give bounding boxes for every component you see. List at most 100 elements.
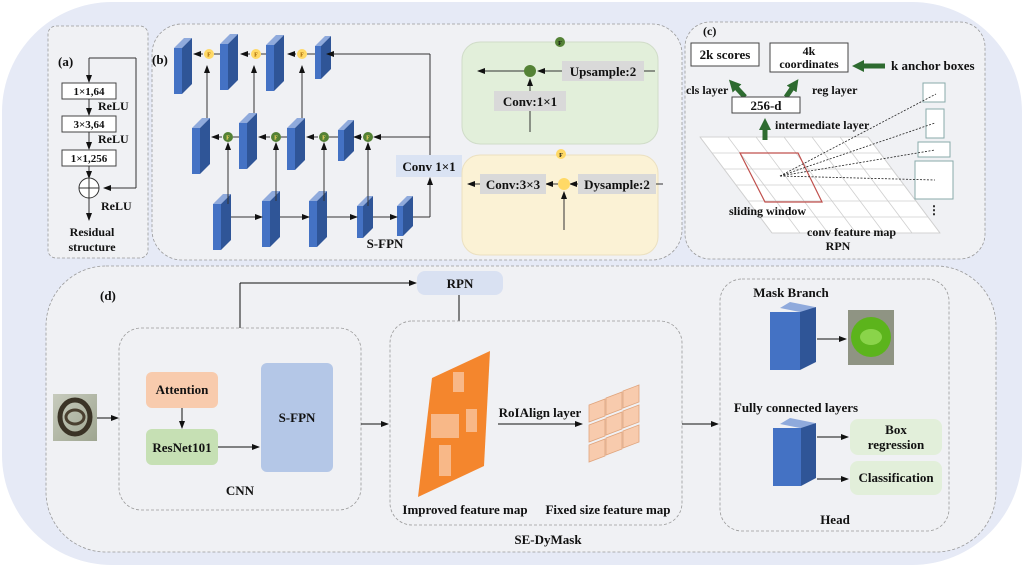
- intermediate-label: intermediate layer: [775, 118, 870, 132]
- upsample-label: Upsample:2: [570, 64, 636, 79]
- fusion-label: F: [226, 136, 230, 142]
- sliding-window-label: sliding window: [729, 204, 806, 218]
- feature-block: [397, 196, 413, 236]
- residual-layer-3-label: 1×1,256: [71, 153, 108, 165]
- resnet-label: ResNet101: [152, 440, 211, 455]
- mask-branch-block: [770, 302, 816, 370]
- relu-label-2: ReLU: [98, 132, 129, 146]
- feature-block: [315, 36, 331, 79]
- yellow-conv-label: Conv:3×3: [486, 177, 541, 192]
- feature-block: [287, 118, 305, 170]
- dim-label: 256-d: [750, 98, 782, 113]
- feature-block: [213, 194, 231, 250]
- green-add-icon: [524, 65, 536, 77]
- feature-block: [239, 113, 257, 169]
- fc-block: [773, 418, 816, 486]
- fusion-label: F: [322, 136, 326, 142]
- green-fusion-marker: [555, 37, 565, 47]
- feature-block: [266, 35, 284, 91]
- yellow-fusion-node: [251, 49, 261, 59]
- panel-d-caption: SE-DyMask: [514, 532, 582, 547]
- rpn-box[interactable]: [417, 271, 503, 295]
- sliding-window-box: [739, 152, 823, 203]
- green-fusion-node: [363, 132, 373, 142]
- roi-tile: [588, 438, 606, 463]
- yellow-conv-box: [480, 174, 546, 194]
- coordinates-label-1: 4k: [803, 44, 816, 58]
- svg-text:F: F: [558, 41, 562, 47]
- roi-tile: [605, 411, 623, 436]
- fpn-connections: F F F F F F F: [193, 49, 433, 220]
- residual-layer-1-label: 1×1,64: [73, 86, 105, 98]
- panel-c-caption: RPN: [826, 239, 851, 253]
- feature-block: [192, 118, 210, 174]
- panel-a-label: (a): [58, 54, 73, 69]
- green-fusion-node: [271, 132, 281, 142]
- feature-block: [174, 38, 192, 94]
- yellow-fusion-node: [204, 49, 214, 59]
- box-regression-label-2: regression: [868, 437, 925, 452]
- roi-tile: [622, 424, 640, 449]
- anchor-box-2: [925, 108, 945, 139]
- scores-box: [690, 42, 760, 67]
- roi-tile: [588, 398, 606, 423]
- upsample-box: [562, 61, 644, 81]
- svg-text:F: F: [559, 153, 563, 159]
- green-conv-label: Conv:1×1: [503, 94, 557, 109]
- panel-a-caption-2: structure: [68, 240, 116, 254]
- sfpn-label: S-FPN: [279, 410, 316, 425]
- roi-tile: [622, 384, 640, 409]
- relu-label-1: ReLU: [98, 99, 129, 113]
- roi-tile: [605, 391, 623, 416]
- panel-c-label: (c): [703, 24, 716, 38]
- sfpn-box: [261, 363, 333, 472]
- coordinates-label-2: coordinates: [779, 57, 839, 71]
- fixed-size-feature-map: [588, 384, 640, 463]
- fpn-feature-blocks: [174, 34, 413, 250]
- fixed-feature-map-label: Fixed size feature map: [545, 502, 670, 517]
- panel-c-rpn: (c) ⋮ 2k scores 4k coordinates k anchor …: [684, 21, 986, 260]
- anchor-ellipsis: ⋮: [928, 203, 940, 217]
- mask-branch-label: Mask Branch: [753, 285, 829, 300]
- fusion-label: F: [366, 136, 370, 142]
- yellow-add-icon: [558, 178, 570, 190]
- anchor-box-1: [922, 82, 946, 103]
- box-regression-box: [850, 419, 942, 455]
- coordinates-box: [769, 42, 849, 73]
- anchor-boxes-label: k anchor boxes: [891, 58, 975, 73]
- relu-label-3: ReLU: [101, 199, 132, 213]
- resnet-box: [146, 429, 218, 465]
- reg-arrow: [783, 79, 799, 99]
- fusion-label: F: [254, 53, 258, 59]
- conv1x1-label: Conv 1×1: [402, 159, 455, 174]
- feature-block: [220, 34, 238, 90]
- panel-d-pipeline: (d) Attention ResNet101 S-FPN CNN RPN: [45, 265, 997, 553]
- roi-tile: [605, 431, 623, 456]
- attention-label: Attention: [156, 382, 209, 397]
- fc-layers-label: Fully connected layers: [734, 400, 858, 415]
- panel-a-residual: (a) 1×1,64 ReLU 3×3,64 ReLU 1×1,256 ReLU…: [47, 25, 149, 259]
- yellow-fusion-block: [461, 154, 659, 256]
- dysample-label: Dysample:2: [584, 177, 650, 192]
- feature-block: [338, 120, 354, 161]
- cls-layer-label: cls layer: [686, 83, 729, 97]
- box-regression-label-1: Box: [885, 422, 907, 437]
- anchor-box-3: [917, 141, 951, 158]
- fusion-label: F: [207, 53, 211, 59]
- input-image: [53, 394, 97, 441]
- classification-box: [850, 461, 942, 495]
- reg-layer-label: reg layer: [812, 83, 858, 97]
- attention-box: [146, 372, 218, 408]
- fusion-label: F: [274, 136, 278, 142]
- yellow-fusion-marker: [556, 149, 566, 159]
- panel-b-caption: S-FPN: [367, 236, 404, 251]
- roi-tile: [588, 418, 606, 443]
- panel-b-label: (b): [152, 52, 168, 67]
- fusion-label: F: [300, 53, 304, 59]
- head-caption: Head: [820, 512, 850, 527]
- green-conv-box: [494, 91, 566, 111]
- green-fusion-node: [319, 132, 329, 142]
- grid-line: [699, 136, 773, 234]
